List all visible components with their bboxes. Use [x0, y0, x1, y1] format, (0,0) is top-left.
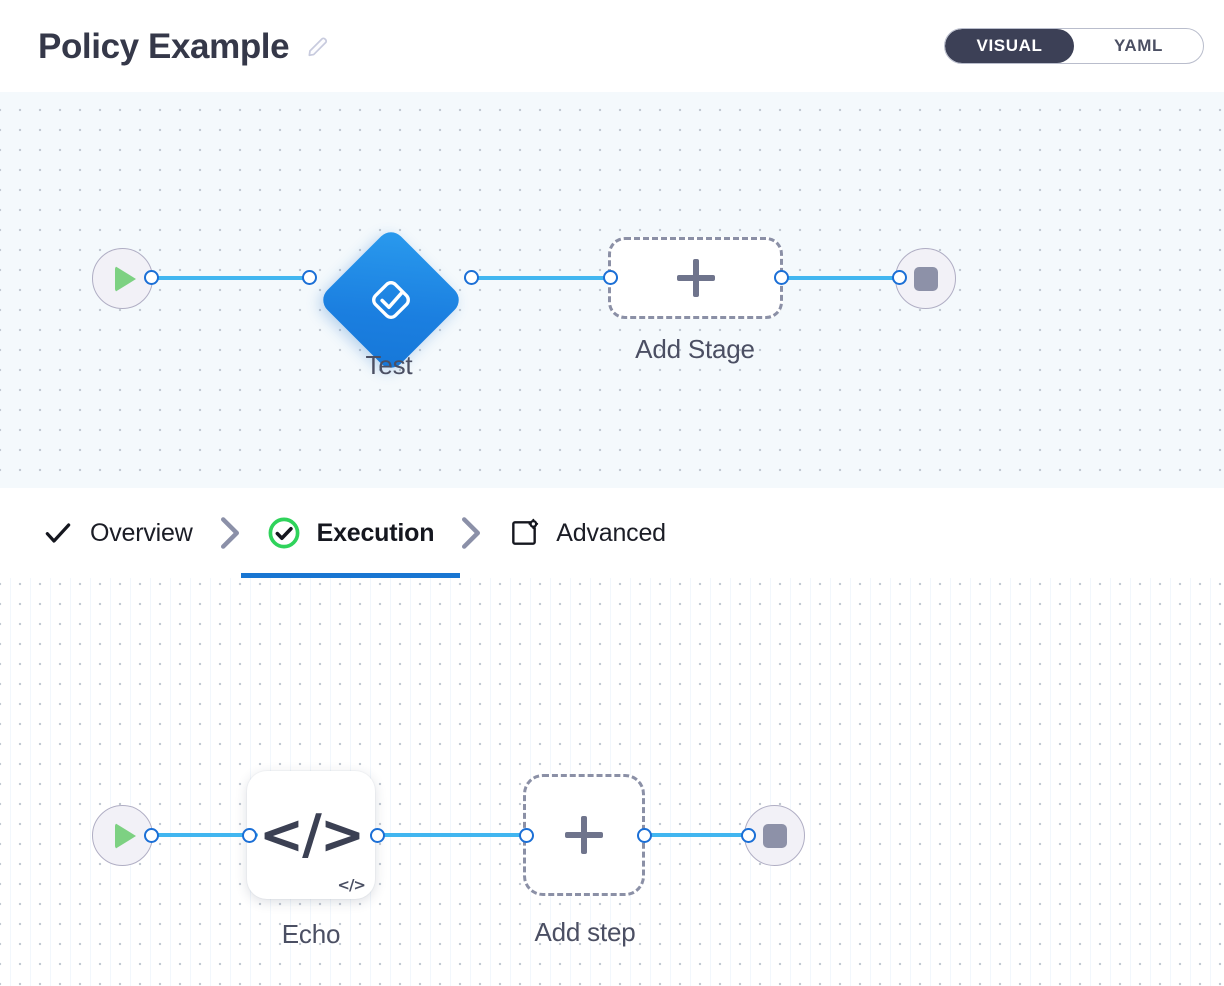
add-stage-label: Add Stage [635, 334, 755, 364]
page-title: Policy Example [38, 26, 290, 66]
step-start-circle[interactable] [92, 805, 153, 866]
port-end-in[interactable] [892, 270, 907, 285]
pencil-icon[interactable] [305, 33, 331, 59]
edge-start-to-test [148, 276, 316, 280]
tab-advanced[interactable]: Advanced [482, 488, 692, 578]
window-gear-icon [512, 518, 539, 545]
port-step-end-in[interactable] [741, 828, 756, 843]
edge-test-to-addstage [464, 276, 618, 280]
port-addstage-in[interactable] [603, 270, 618, 285]
stop-icon-2 [762, 823, 787, 848]
add-stage-button[interactable] [608, 237, 783, 319]
chevron-right-icon-2 [462, 517, 481, 549]
port-addstep-out[interactable] [637, 828, 652, 843]
edge-addstage-to-end [778, 276, 906, 280]
play-icon [114, 265, 136, 292]
echo-step-card[interactable]: </> </> [247, 771, 375, 899]
edge-addstep-to-end [638, 833, 756, 837]
play-icon-2 [114, 822, 136, 849]
step-end-node[interactable] [744, 805, 805, 866]
stage-canvas[interactable]: Test Add Stage [0, 92, 1224, 488]
add-step-button[interactable] [523, 774, 645, 896]
plus-icon [676, 259, 715, 297]
tab-overview-label: Overview [90, 518, 193, 547]
code-badge-icon: </> [337, 876, 366, 894]
code-icon: </> [258, 803, 365, 866]
plus-icon-2 [565, 816, 603, 854]
page-header: Policy Example VISUAL YAML [0, 0, 1224, 92]
step-node-echo[interactable]: </> </> [247, 771, 375, 899]
start-node-circle[interactable] [92, 248, 153, 309]
step-label-echo: Echo [281, 919, 341, 949]
port-test-in[interactable] [302, 270, 317, 285]
check-icon [45, 523, 71, 543]
flow-start-node[interactable] [92, 248, 153, 309]
port-addstage-out[interactable] [774, 270, 789, 285]
toggle-option-visual[interactable]: VISUAL [945, 29, 1074, 63]
port-echo-out[interactable] [370, 828, 385, 843]
edge-echo-to-addstep [370, 833, 530, 837]
step-canvas[interactable]: </> </> Echo Add step [0, 578, 1224, 986]
stop-icon [913, 266, 938, 291]
chevron-right-icon [220, 517, 239, 549]
step-end-circle[interactable] [744, 805, 805, 866]
tab-execution[interactable]: Execution [240, 488, 461, 578]
port-test-out[interactable] [464, 270, 479, 285]
port-start-out[interactable] [144, 270, 159, 285]
port-addstep-in[interactable] [519, 828, 534, 843]
stage-label-test: Test [365, 350, 413, 380]
check-circle-icon [268, 517, 300, 549]
edge-start-to-echo [148, 833, 258, 837]
step-start-node[interactable] [92, 805, 153, 866]
port-echo-in[interactable] [242, 828, 257, 843]
add-step-label: Add step [534, 917, 636, 947]
title-group: Policy Example [38, 29, 331, 64]
view-mode-toggle[interactable]: VISUAL YAML [944, 28, 1204, 64]
tab-execution-label: Execution [316, 518, 435, 547]
section-tabs: Overview Execution Advanced [0, 488, 1224, 578]
toggle-option-yaml[interactable]: YAML [1113, 36, 1163, 55]
port-step-start-out[interactable] [144, 828, 159, 843]
tab-advanced-label: Advanced [556, 518, 666, 547]
tab-overview[interactable]: Overview [0, 488, 219, 578]
